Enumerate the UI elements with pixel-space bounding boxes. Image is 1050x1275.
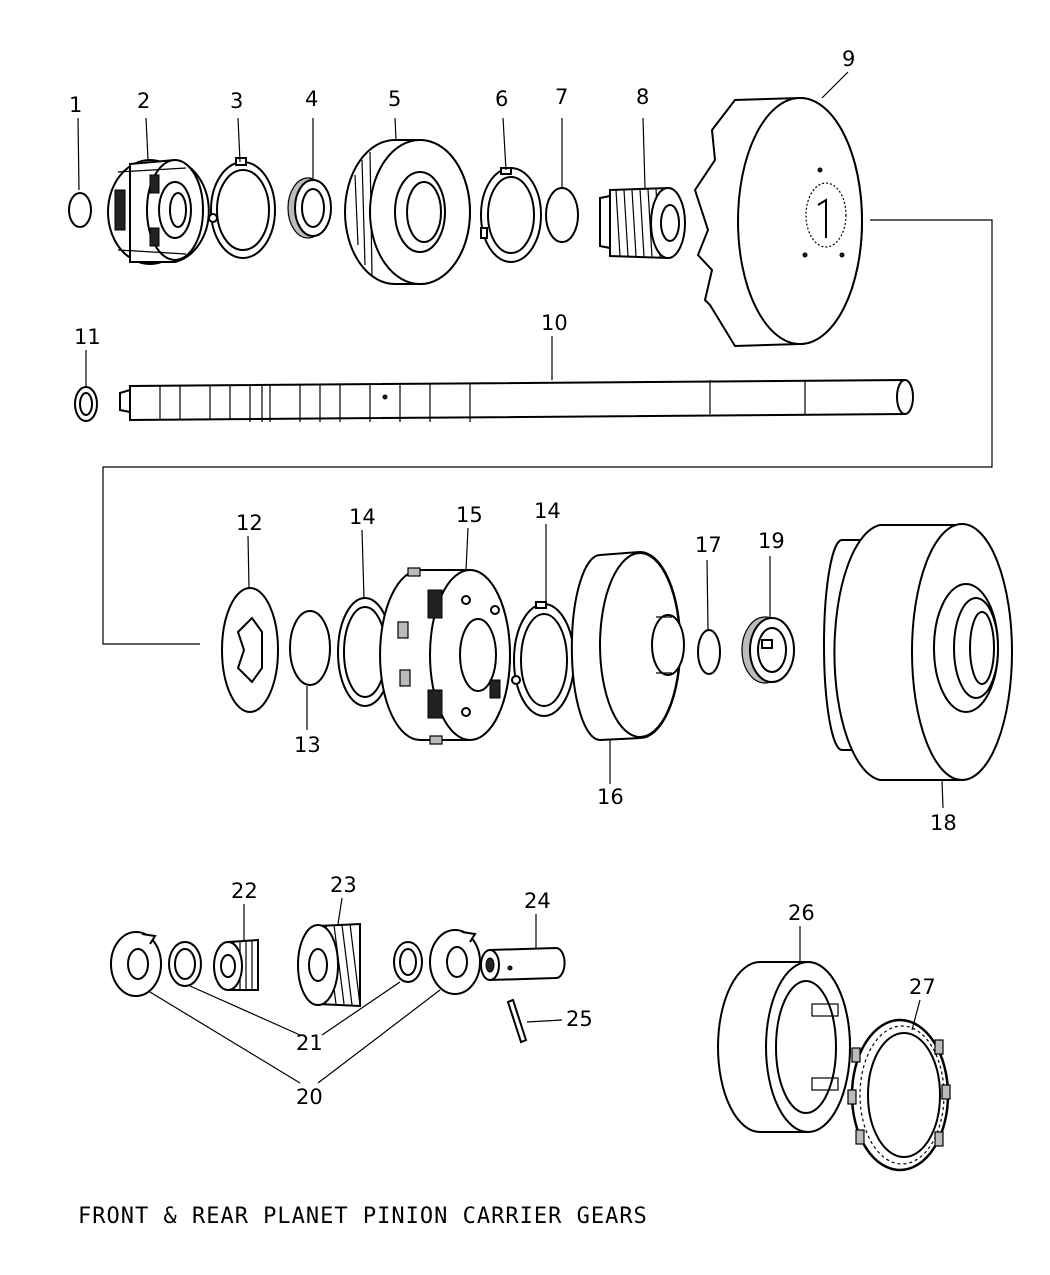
part-18-drum xyxy=(823,523,1013,781)
leader-18 xyxy=(941,779,944,809)
leader-23 xyxy=(337,897,343,925)
part-11-snap-ring xyxy=(74,386,98,422)
leader-25 xyxy=(526,1019,563,1023)
callout-22: 22 xyxy=(231,879,258,903)
callout-4: 4 xyxy=(305,87,318,111)
leader-27 xyxy=(911,999,921,1031)
callout-17: 17 xyxy=(695,533,722,557)
part-13-snap-ring xyxy=(289,610,331,686)
callout-3: 3 xyxy=(230,89,243,113)
part-6-thrust-washer xyxy=(480,167,542,263)
diagram-caption: FRONT & REAR PLANET PINION CARRIER GEARS xyxy=(78,1204,648,1229)
callout-5: 5 xyxy=(388,87,401,111)
callout-11: 11 xyxy=(74,325,101,349)
part-27-roller-clutch xyxy=(847,1018,951,1172)
part-7-snap-ring xyxy=(545,187,579,243)
part-14-thrust-washer-right xyxy=(511,601,575,717)
callout-19: 19 xyxy=(758,529,785,553)
callout-10: 10 xyxy=(541,311,568,335)
callout-15: 15 xyxy=(456,503,483,527)
callout-14a: 14 xyxy=(349,505,376,529)
leader-21 xyxy=(189,981,401,1036)
part-2-carrier xyxy=(107,158,210,265)
part-23-helical-gear xyxy=(297,922,361,1008)
part-26-outer-race xyxy=(717,961,851,1133)
leader-15 xyxy=(465,527,469,571)
part-4-bushing xyxy=(287,177,332,239)
leader-17 xyxy=(706,559,709,631)
callout-13: 13 xyxy=(294,733,321,757)
part-17-snap-ring xyxy=(697,629,721,675)
leader-3 xyxy=(237,117,241,163)
leader-5 xyxy=(394,117,397,141)
callout-24: 24 xyxy=(524,889,551,913)
callout-20: 20 xyxy=(296,1085,323,1109)
part-20-thrust-washer-a xyxy=(110,931,162,997)
part-25-pin xyxy=(506,998,528,1044)
leader-14a xyxy=(361,529,365,599)
callout-9: 9 xyxy=(842,47,855,71)
part-9-drive-shell xyxy=(693,96,863,348)
part-8-sun-gear xyxy=(599,186,686,260)
callout-12: 12 xyxy=(236,511,263,535)
part-16-reaction-drum xyxy=(570,550,685,742)
part-19-retainer-ring xyxy=(741,616,795,684)
callout-21: 21 xyxy=(296,1031,323,1055)
callout-14b: 14 xyxy=(534,499,561,523)
callout-8: 8 xyxy=(636,85,649,109)
leader-8 xyxy=(642,117,646,189)
part-5-annulus-gear xyxy=(344,139,471,285)
callout-23: 23 xyxy=(330,873,357,897)
callout-6: 6 xyxy=(495,87,508,111)
leader-2 xyxy=(145,117,149,161)
callout-18: 18 xyxy=(930,811,957,835)
leader-20 xyxy=(149,989,441,1084)
connector-line xyxy=(102,219,993,645)
leader-9 xyxy=(821,71,849,99)
part-20-thrust-washer-b xyxy=(429,929,481,995)
callout-25: 25 xyxy=(566,1007,593,1031)
callout-16: 16 xyxy=(597,785,624,809)
callout-1: 1 xyxy=(69,93,82,117)
callout-7: 7 xyxy=(555,85,568,109)
leader-6 xyxy=(502,117,507,171)
part-1-snap-ring xyxy=(68,192,92,228)
part-21-washer-b xyxy=(393,941,423,983)
part-22-pinion-gear xyxy=(213,938,259,991)
part-24-pinion-shaft xyxy=(480,946,566,982)
part-15-planet-carrier xyxy=(379,567,511,745)
callout-26: 26 xyxy=(788,901,815,925)
callout-27: 27 xyxy=(909,975,936,999)
part-10-output-shaft xyxy=(119,378,914,422)
leader-1 xyxy=(77,117,80,191)
part-21-washer-a xyxy=(168,941,202,987)
callout-2: 2 xyxy=(137,89,150,113)
part-3-thrust-washer xyxy=(208,157,276,259)
part-12-thrust-plate xyxy=(221,587,279,713)
leader-12 xyxy=(247,535,250,589)
